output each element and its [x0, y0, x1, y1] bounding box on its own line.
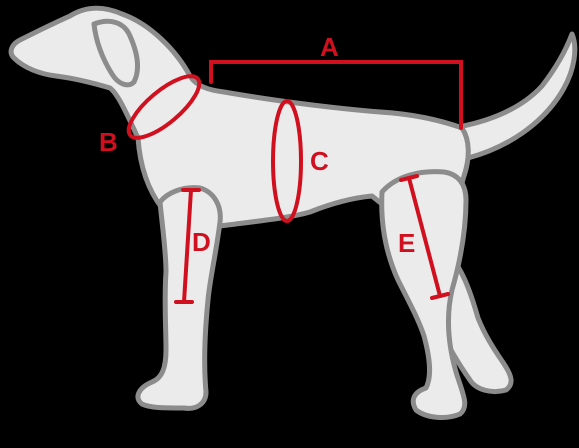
- measure-e-line: [407, 176, 442, 298]
- measure-b-neck-ellipse: [126, 74, 202, 140]
- label-c: C: [310, 146, 329, 176]
- ear: [91, 18, 140, 88]
- label-a: A: [320, 32, 339, 62]
- measure-e-tick-top: [399, 174, 419, 182]
- label-e: E: [398, 228, 415, 258]
- dog-silhouette: [8, 5, 578, 420]
- measure-e-tick-bottom: [430, 292, 450, 300]
- measurements: [126, 60, 463, 304]
- measure-d-line: [182, 188, 193, 304]
- label-b: B: [99, 127, 118, 157]
- near-hind-leg: [379, 169, 469, 420]
- measure-c-chest-ellipse: [271, 99, 303, 223]
- label-d: D: [192, 227, 211, 257]
- front-leg: [135, 185, 223, 411]
- tail: [449, 31, 578, 161]
- measure-a-bracket: [209, 60, 463, 130]
